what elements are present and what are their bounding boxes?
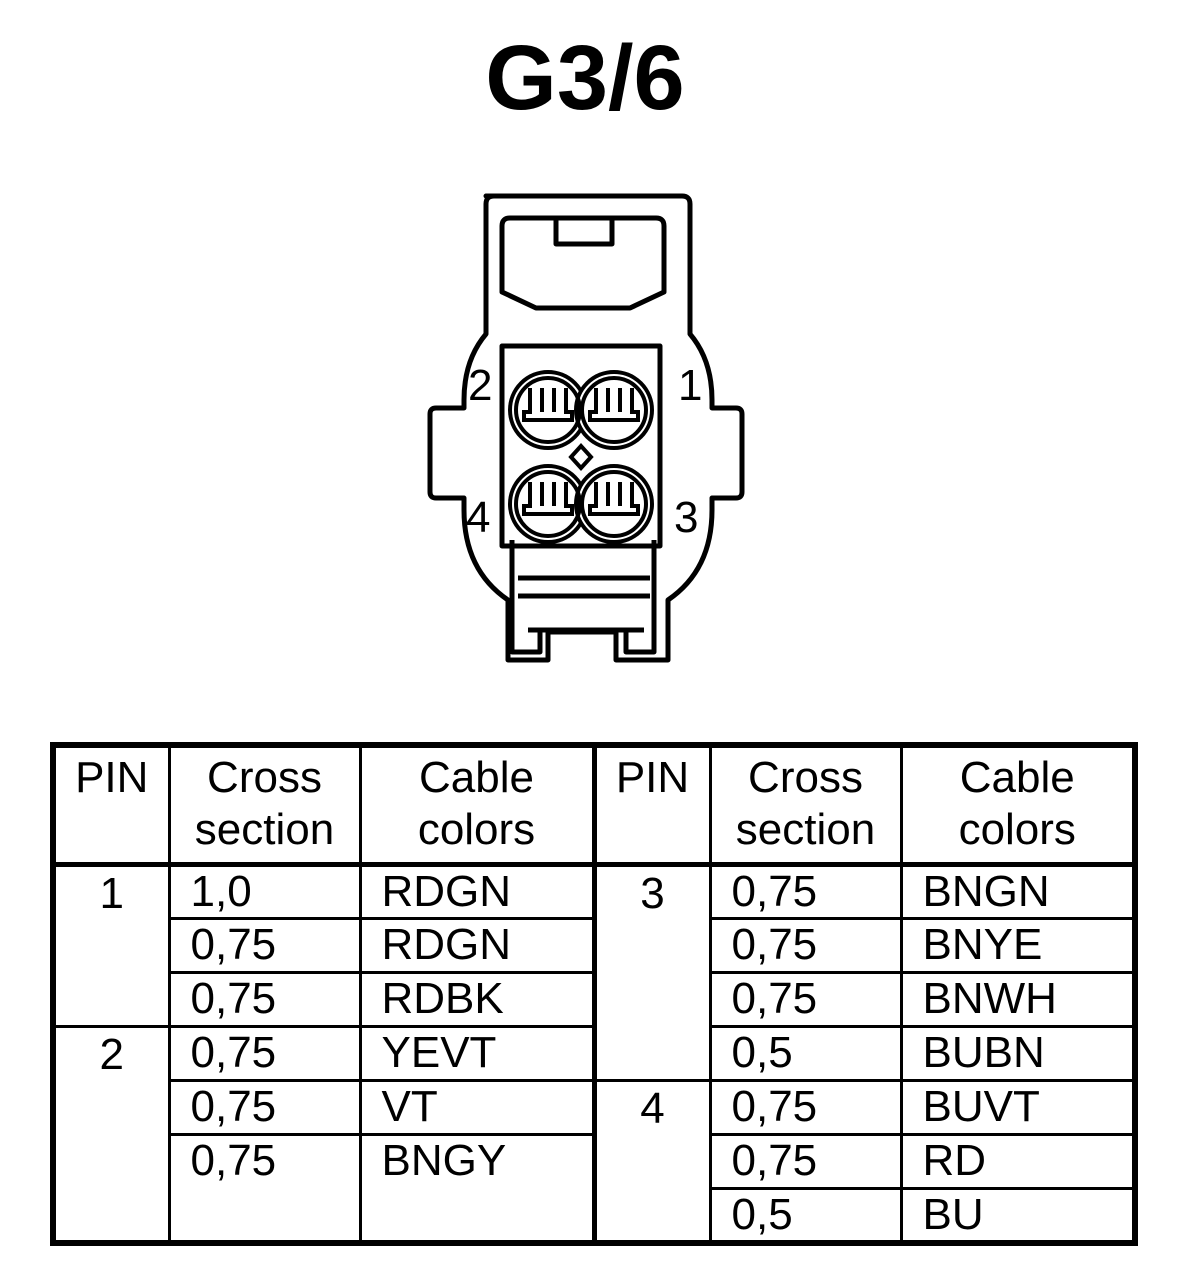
pin-number: 3 [591,864,712,1082]
cross-section-cell: 0,75 [708,918,903,974]
cross-section-cell: 0,5 [708,1188,903,1245]
pin-label-1: 1 [678,361,702,410]
cross-section-cell: 0,75 [167,918,362,974]
pin-label-4: 4 [466,493,490,542]
empty-cell [167,1188,362,1243]
latch-outline [499,215,667,311]
cable-color-cell: BNGN [899,864,1137,920]
cross-section-cell: 0,75 [167,1134,362,1189]
pin-number: 2 [51,1026,171,1245]
cavity-frame [499,343,663,549]
pin-cavity-1 [574,370,654,450]
table-row: 1 1,0 RDGN 3 0,75 BNGN [51,864,1137,1082]
cross-section-cell: 0,75 [708,864,903,920]
table-row: 0,75 RDBK 0,75 BNWH [53,972,1137,1028]
pin-cavity-3 [574,464,654,544]
cable-color-cell: BNWH [899,972,1137,1028]
cross-section-cell: 0,75 [708,972,903,1028]
cable-color-cell: RD [899,1134,1137,1190]
table-row: 0,75 VT 4 0,75 BUVT [53,1080,1137,1245]
cable-color-cell: BUBN [899,1026,1137,1082]
cross-section-cell: 0,75 [708,1134,903,1190]
table-row: 0,75 BNGY 0,75 RD [53,1134,1137,1190]
cross-section-cell: 0,75 [167,972,362,1028]
cable-color-cell: RDGN [358,864,596,920]
cable-color-cell: VT [358,1080,596,1136]
cross-section-cell: 0,5 [708,1026,903,1082]
coding-key [568,443,594,471]
cross-section-cell: 1,0 [167,864,362,920]
cross-section-cell: 0,75 [167,1080,362,1136]
cable-color-cell: BNGY [358,1134,596,1189]
cross-section-cell: 0,75 [708,1080,903,1136]
empty-cell [358,1188,596,1243]
cross-section-cell: 0,75 [167,1026,362,1082]
table-row: 0,75 RDGN 0,75 BNYE [53,918,1137,974]
table-row: 0,5 BU [53,1188,1137,1245]
cable-color-cell: RDBK [358,972,596,1028]
pin-label-3: 3 [674,493,698,542]
connector-title: G3/6 [485,27,685,129]
cable-color-cell: RDGN [358,918,596,974]
header-pin-right: PIN [591,743,712,867]
latch-tab [553,215,615,247]
pin-label-2: 2 [468,361,492,410]
cable-color-cell: YEVT [358,1026,596,1082]
pin-number: 4 [591,1080,712,1245]
pin-number: 1 [51,864,171,1028]
table-row: 2 0,75 YEVT 0,5 BUBN [51,1026,1137,1245]
connector-face-diagram: 2 1 4 3 [427,193,745,663]
cable-color-cell: BNYE [899,918,1137,974]
header-pin-left: PIN [51,743,171,867]
cable-color-cell: BUVT [899,1080,1137,1136]
cable-color-cell: BU [899,1188,1137,1245]
